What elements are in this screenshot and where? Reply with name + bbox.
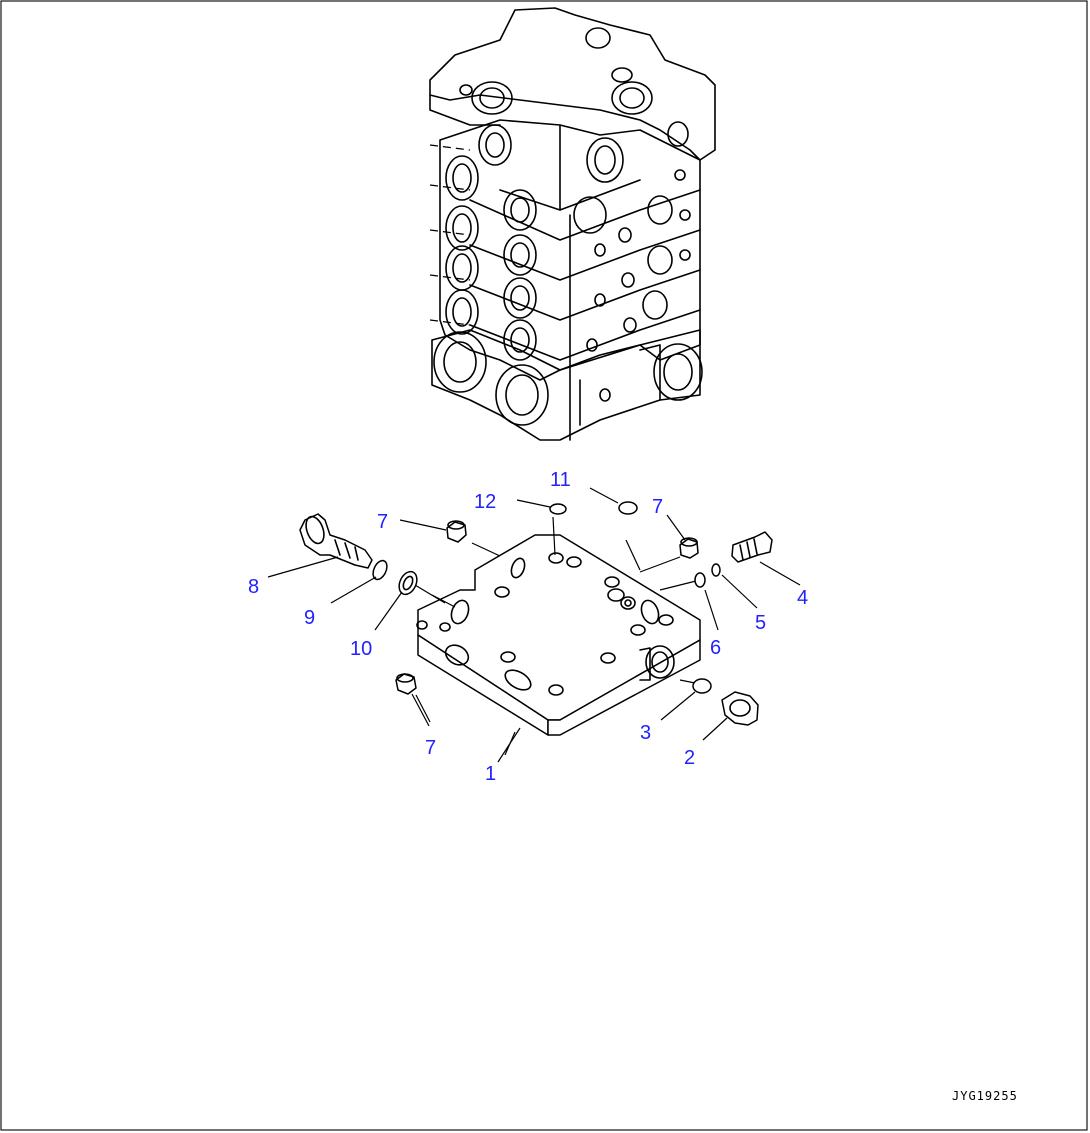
section-block xyxy=(416,534,701,736)
part-6-small-plug xyxy=(694,572,706,588)
callout-7-top-left: 7 xyxy=(377,511,388,533)
part-9-o-ring xyxy=(372,559,388,581)
callout-3: 3 xyxy=(640,722,651,744)
callout-4: 4 xyxy=(797,587,808,609)
part-3-o-ring xyxy=(692,678,712,694)
callout-11: 11 xyxy=(550,469,571,491)
leader-lines xyxy=(409,516,701,756)
callout-9: 9 xyxy=(304,607,315,629)
part-5-o-ring xyxy=(711,563,721,577)
callout-6: 6 xyxy=(710,637,721,659)
callout-8: 8 xyxy=(248,576,259,598)
callout-7-top-right: 7 xyxy=(652,496,663,518)
part-4-valve-cartridge xyxy=(731,531,773,563)
callout-10: 10 xyxy=(350,638,372,660)
part-7-plug-top-left xyxy=(446,520,467,543)
part-7-plug-bottom-left xyxy=(395,673,417,695)
callout-7-bottom-left: 7 xyxy=(425,737,436,759)
part-8-relief-valve xyxy=(299,513,373,569)
figure-code: JYG19255 xyxy=(952,1089,1018,1103)
callout-12: 12 xyxy=(474,491,496,513)
part-11-ring xyxy=(618,501,638,515)
part-2-plug xyxy=(721,691,759,726)
callout-1: 1 xyxy=(485,763,496,785)
valve-stack-assembly xyxy=(429,7,716,441)
callout-2: 2 xyxy=(684,747,695,769)
part-7-plug-top-right xyxy=(679,537,699,559)
callout-5: 5 xyxy=(755,612,766,634)
callout-leaders xyxy=(267,487,801,763)
part-12-ball xyxy=(549,503,567,515)
part-10-ring xyxy=(398,570,418,596)
